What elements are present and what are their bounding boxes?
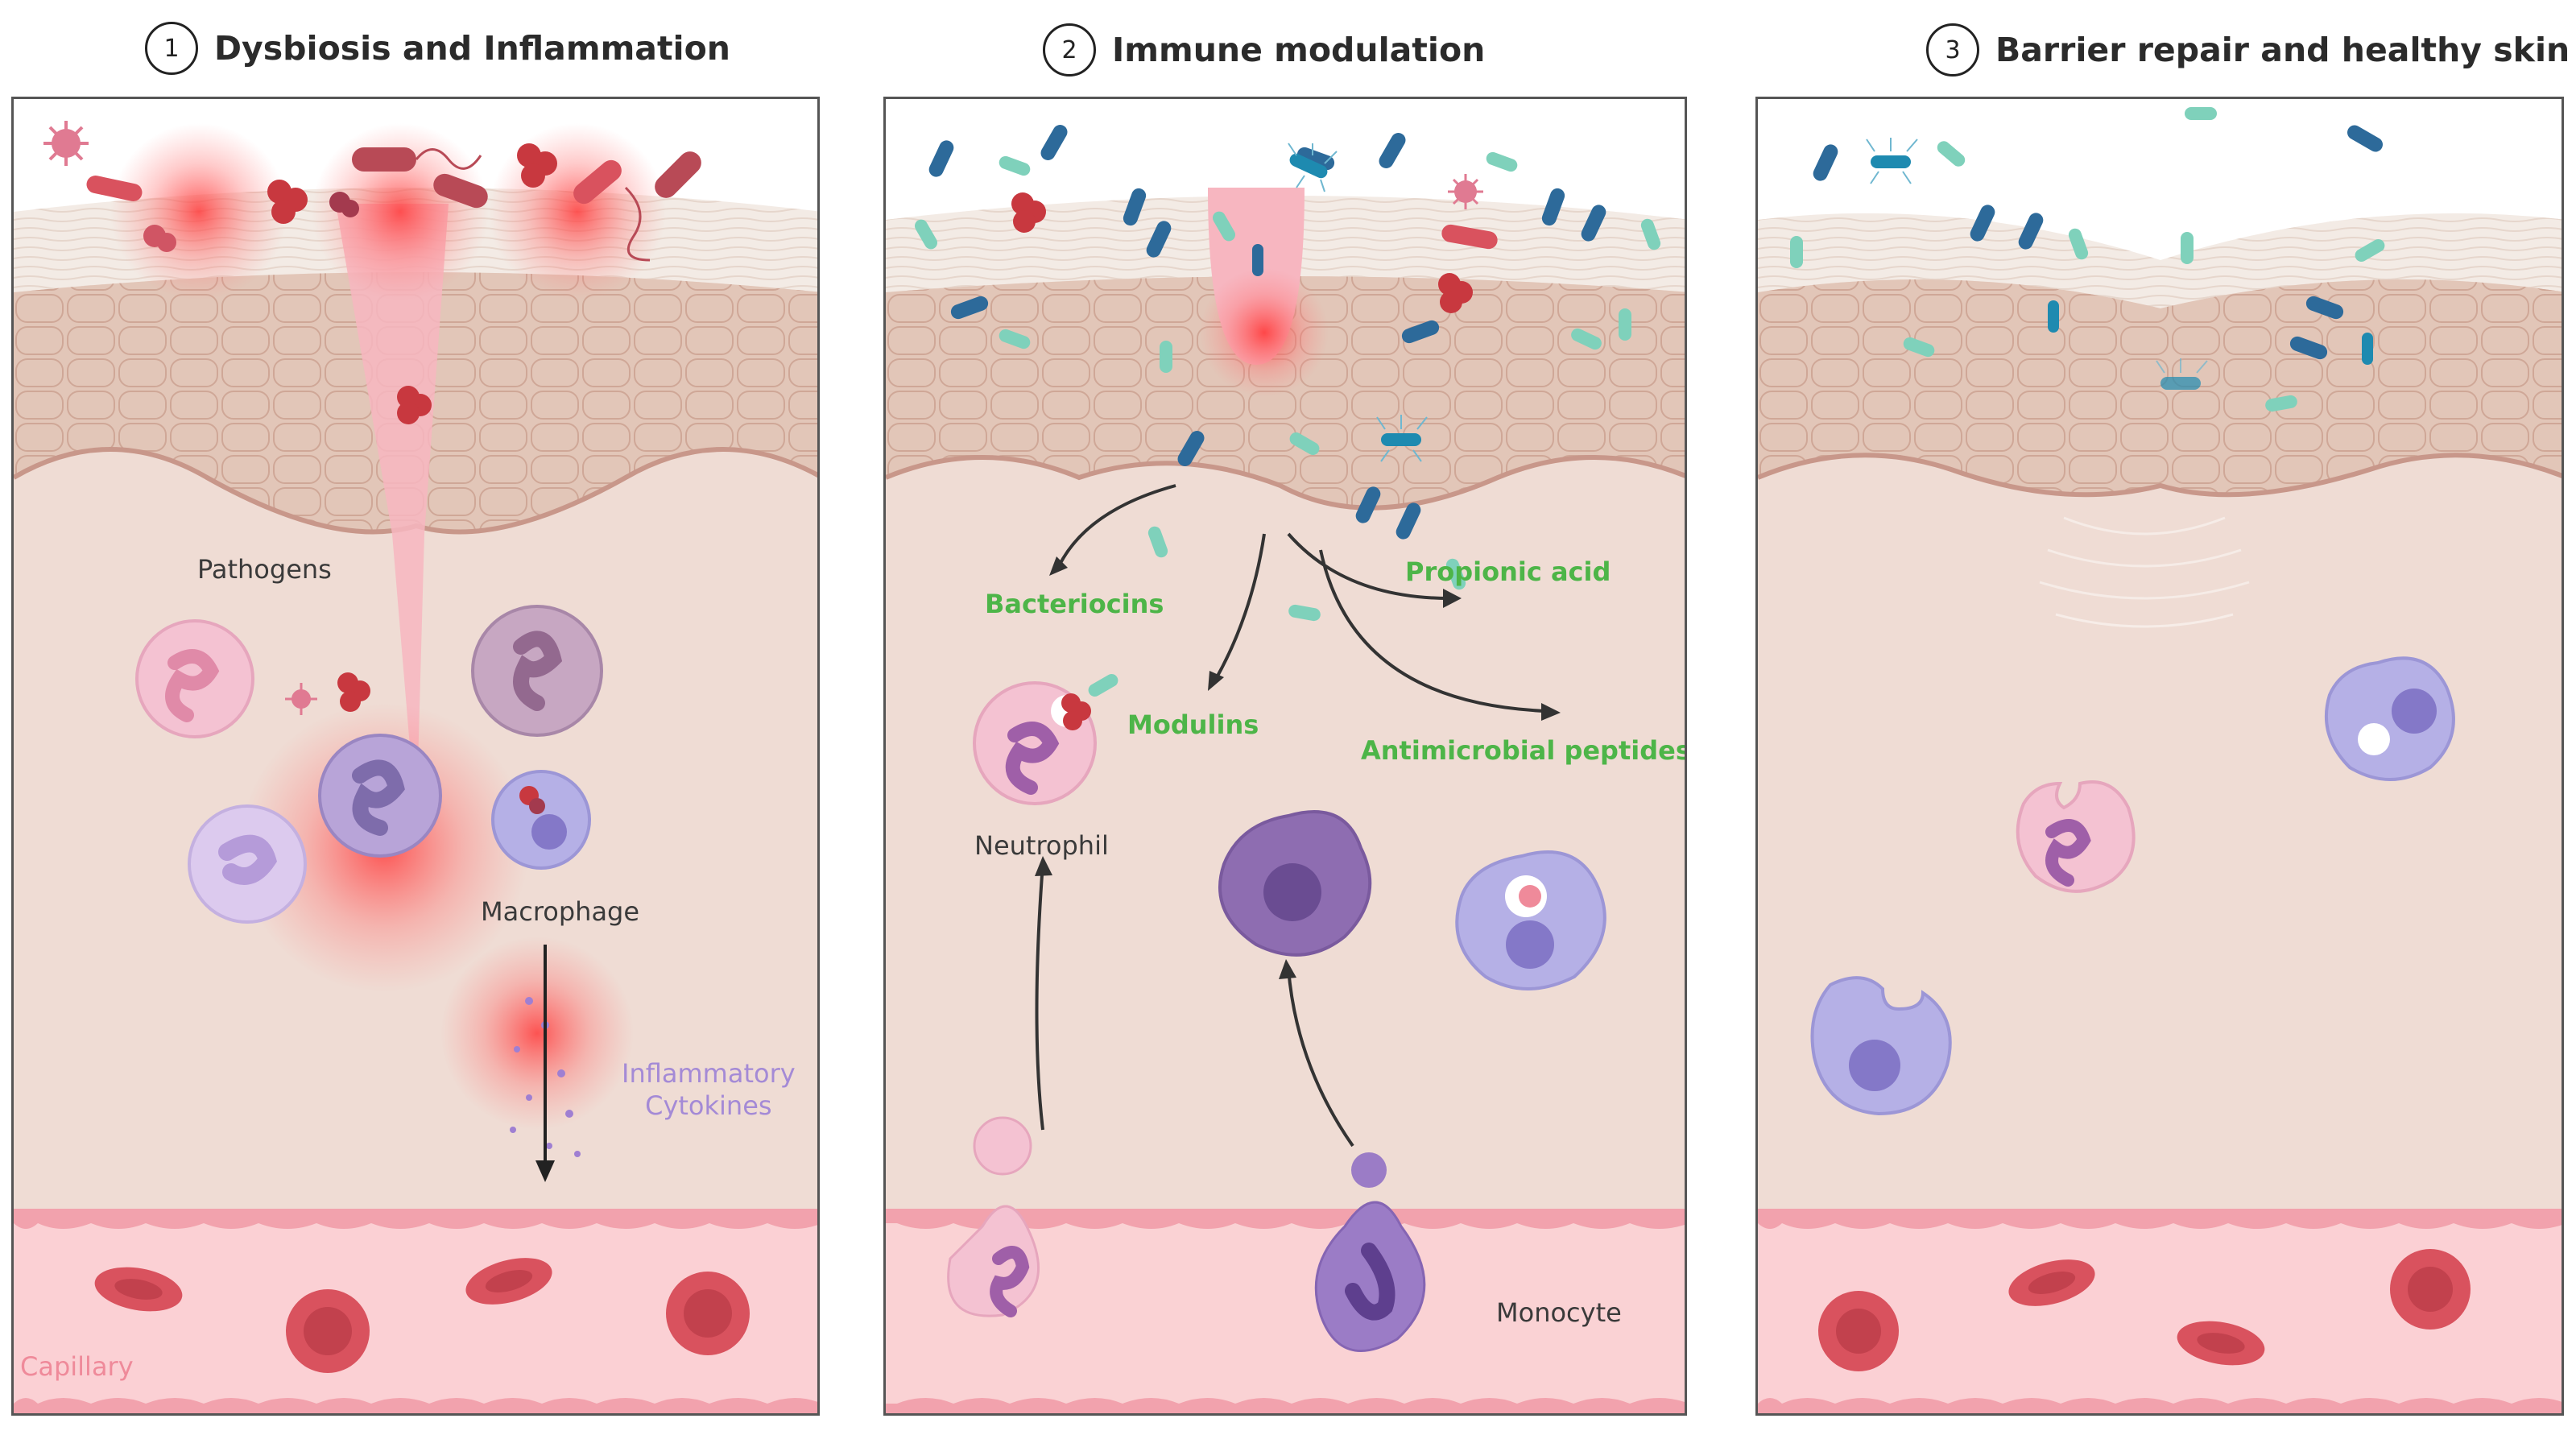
panel-barrier-repair xyxy=(1755,97,2564,1416)
virus-icon xyxy=(285,683,317,715)
rod-bacterium-icon xyxy=(352,147,416,172)
panel-2-number: 2 xyxy=(1043,23,1096,77)
coccus-cluster-icon xyxy=(337,672,370,712)
coccus-cluster-icon xyxy=(397,386,432,424)
rod-bacterium-icon xyxy=(433,173,488,209)
neutrophil-cell xyxy=(2016,780,2136,893)
macrophage-label: Macrophage xyxy=(481,896,640,927)
phagocyte-cell xyxy=(2324,656,2455,781)
coccus-cluster-icon xyxy=(1438,273,1473,313)
panel-immune-modulation: Bacteriocins Propionic acid Modulins Ant… xyxy=(883,97,1687,1416)
monocyte-cell xyxy=(188,804,307,924)
red-blood-cell xyxy=(2177,1321,2265,1366)
flagellated-bacterium-icon xyxy=(1376,415,1428,462)
macrophage-cell xyxy=(471,605,603,737)
commensal-bacteria-icon xyxy=(1790,107,2385,412)
inflammatory-cytokines-label: Inflammatory Cytokines xyxy=(622,1058,796,1121)
lymphocyte-cell xyxy=(318,734,442,858)
macrophage-cell xyxy=(1218,810,1372,957)
flagellated-bacterium-icon xyxy=(2156,358,2208,390)
panel-3-number: 3 xyxy=(1926,23,1979,77)
rod-bacterium-icon xyxy=(655,151,701,198)
phagocyte-cell xyxy=(1455,850,1606,990)
commensal-bacteria-icon xyxy=(915,125,1661,697)
antimicrobial-peptides-label: Antimicrobial peptides xyxy=(1361,735,1687,766)
phagocyte-cell xyxy=(491,770,591,870)
coccus-cluster-icon xyxy=(267,180,308,224)
panel-3-title: Barrier repair and healthy skin xyxy=(1995,31,2570,69)
rod-bacterium-icon xyxy=(86,176,143,201)
monocyte-cell xyxy=(1810,976,1952,1116)
panel-dysbiosis: Pathogens Macrophage Inflammatory Cytoki… xyxy=(11,97,820,1416)
capillary-label: Capillary xyxy=(20,1351,134,1382)
panel-3-header: 3 Barrier repair and healthy skin xyxy=(1926,18,2570,82)
propionic-acid-label: Propionic acid xyxy=(1405,556,1611,587)
panel-1-number: 1 xyxy=(145,22,198,75)
panel-1-header: 1 Dysbiosis and Inflammation xyxy=(145,16,730,81)
rod-bacterium-icon xyxy=(1441,224,1498,250)
neutrophil-label: Neutrophil xyxy=(974,830,1109,861)
flagellated-bacterium-icon xyxy=(1866,138,1918,184)
neutrophil-cell xyxy=(973,681,1097,805)
red-blood-cell xyxy=(286,1289,370,1373)
flagellated-bacterium-icon xyxy=(1288,143,1338,192)
panel-2-title: Immune modulation xyxy=(1112,31,1486,69)
neutrophil-cell xyxy=(135,619,254,738)
secretion-arrows xyxy=(1035,484,1547,1148)
red-blood-cell xyxy=(2008,1259,2095,1306)
virus-icon xyxy=(43,121,89,166)
modulins-label: Modulins xyxy=(1127,709,1259,740)
monocyte-label: Monocyte xyxy=(1496,1297,1622,1328)
panel-1-title: Dysbiosis and Inflammation xyxy=(214,29,730,68)
red-blood-cell xyxy=(2390,1249,2471,1330)
red-blood-cell xyxy=(1818,1291,1899,1371)
red-blood-cell xyxy=(94,1267,183,1312)
panel-3-illustration xyxy=(1758,99,2562,1413)
panel-2-header: 2 Immune modulation xyxy=(1043,18,1485,82)
bacteriocins-label: Bacteriocins xyxy=(985,589,1164,619)
pathogens-label: Pathogens xyxy=(197,554,332,585)
panel-1-illustration xyxy=(14,99,817,1413)
red-blood-cell xyxy=(666,1272,750,1355)
coccus-cluster-icon xyxy=(517,143,557,188)
red-blood-cell xyxy=(465,1258,552,1305)
panel-2-illustration xyxy=(886,99,1685,1413)
coccus-cluster-icon xyxy=(1011,192,1046,233)
rod-bacterium-icon xyxy=(573,159,622,205)
virus-icon xyxy=(1448,174,1483,209)
